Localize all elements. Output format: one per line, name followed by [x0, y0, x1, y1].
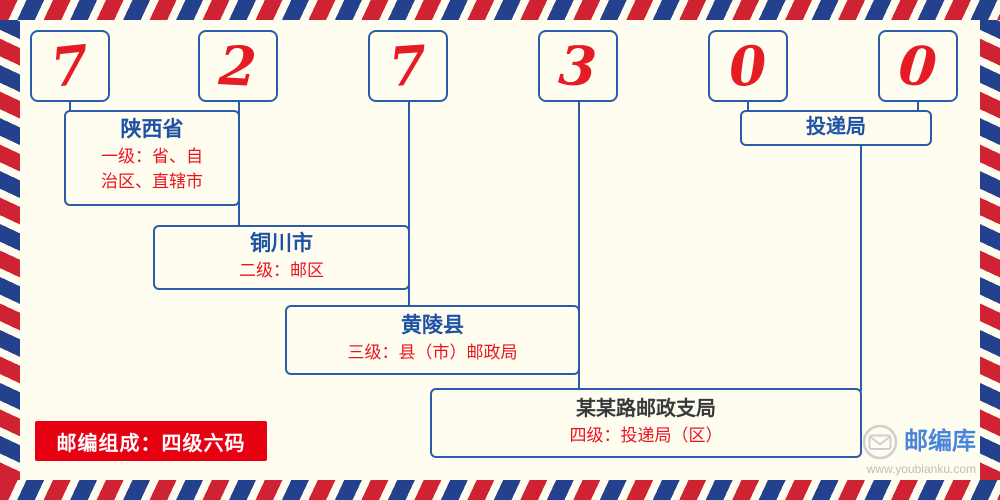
level4-desc: 四级：投递局（区） [569, 426, 723, 445]
level1-desc-line2: 治区、直辖市 [101, 172, 203, 191]
airmail-border-top [0, 0, 1000, 20]
digit-box-3: 7 [368, 30, 448, 102]
site-url: www.youbianku.com [866, 462, 976, 476]
level3-box: 黄陵县 三级：县（市）邮政局 [285, 305, 580, 375]
digit-box-1: 7 [30, 30, 110, 102]
digit-5: 0 [727, 33, 769, 99]
envelope-circle-icon [862, 424, 898, 460]
digit-4: 3 [557, 32, 599, 100]
airmail-border-left [0, 20, 20, 480]
digit-box-4: 3 [538, 30, 618, 102]
digit-2: 2 [217, 33, 259, 99]
level4-box: 某某路邮政支局 四级：投递局（区） [430, 388, 862, 458]
delivery-office-box: 投递局 [740, 110, 932, 146]
level1-box: 陕西省 一级：省、自 治区、直辖市 [64, 110, 240, 206]
delivery-office-label: 投递局 [806, 116, 866, 138]
composition-badge: 邮编组成：四级六码 [35, 421, 267, 461]
level3-desc: 三级：县（市）邮政局 [347, 343, 518, 362]
digit-1: 7 [47, 32, 93, 100]
level2-desc: 二级：邮区 [239, 261, 324, 280]
digit-6: 0 [896, 32, 940, 100]
level2-box: 铜川市 二级：邮区 [153, 225, 410, 290]
airmail-border-bottom [0, 480, 1000, 500]
site-name: 邮编库 [904, 428, 976, 455]
digit-3: 7 [387, 32, 429, 100]
level2-place-name: 铜川市 [250, 232, 313, 255]
site-branding: 邮编库 www.youbianku.com [862, 424, 976, 476]
digit-box-5: 0 [708, 30, 788, 102]
level4-place-name: 某某路邮政支局 [576, 398, 716, 420]
level1-desc-line1: 一级：省、自 [101, 147, 203, 166]
digit-box-2: 2 [198, 30, 278, 102]
level1-place-name: 陕西省 [120, 118, 184, 141]
airmail-border-right [980, 20, 1000, 480]
level3-place-name: 黄陵县 [401, 314, 464, 337]
digit-box-6: 0 [878, 30, 958, 102]
